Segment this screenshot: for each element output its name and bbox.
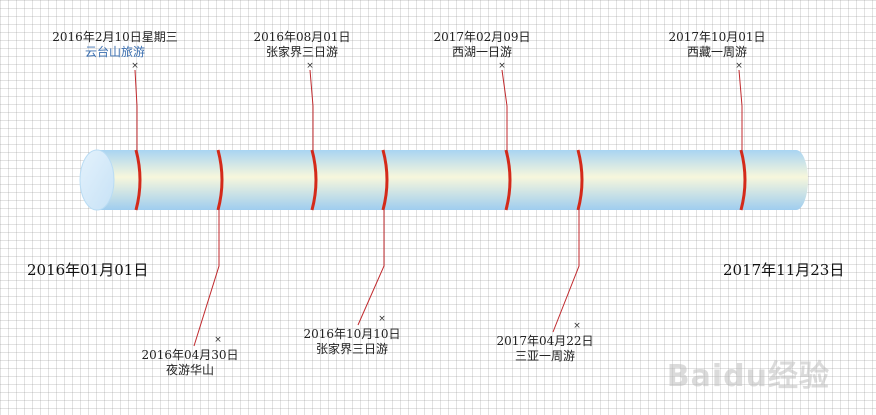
x-marker-icon: × xyxy=(498,61,506,71)
event-date: 2016年08月01日 xyxy=(253,30,351,44)
timeline-end-date: 2017年11月23日 xyxy=(723,261,845,279)
event-ring xyxy=(310,149,318,211)
event-label: 2017年02月09日西湖一日游 xyxy=(433,30,530,60)
event-title: 三亚一周游 xyxy=(514,349,575,363)
event-date: 2016年10月10日 xyxy=(303,327,401,341)
event-leader-line xyxy=(552,208,580,333)
event-ring xyxy=(216,149,224,211)
event-title: 云台山旅游 xyxy=(84,45,146,59)
event-title: 西藏一周游 xyxy=(686,45,747,59)
x-marker-icon: × xyxy=(573,321,581,331)
event-title: 张家界三日游 xyxy=(315,342,388,356)
x-marker-icon: × xyxy=(378,314,386,324)
timeline-start-date: 2016年01月01日 xyxy=(27,261,149,279)
event-leader-line xyxy=(501,69,508,153)
x-marker-icon: × xyxy=(214,335,222,345)
baidu-watermark: Baidu经验 xyxy=(666,359,830,394)
event-leader-line xyxy=(309,69,314,153)
event-ring xyxy=(504,149,512,211)
event-title: 张家界三日游 xyxy=(265,45,338,59)
event-leader-line xyxy=(738,69,743,153)
event-date: 2017年04月22日 xyxy=(496,334,594,348)
event-title: 夜游华山 xyxy=(165,363,214,377)
event-label: 2016年08月01日张家界三日游 xyxy=(253,30,350,60)
event-date: 2016年2月10日星期三 xyxy=(52,30,178,44)
event-label: 2016年2月10日星期三云台山旅游 xyxy=(52,30,177,60)
event-label: 2016年04月30日夜游华山 xyxy=(141,348,238,378)
event-date: 2016年04月30日 xyxy=(141,348,239,362)
event-leader-line xyxy=(134,69,138,153)
event-ring xyxy=(576,149,584,211)
event-leader-line xyxy=(357,208,385,326)
event-ring xyxy=(739,149,747,211)
x-marker-icon: × xyxy=(306,61,314,71)
event-date: 2017年10月01日 xyxy=(668,30,766,44)
tube-end-cap xyxy=(784,150,808,210)
x-marker-icon: × xyxy=(735,61,743,71)
event-ring xyxy=(381,149,389,211)
x-marker-icon: × xyxy=(131,61,139,71)
event-date: 2017年02月09日 xyxy=(433,30,531,44)
event-label: 2017年04月22日三亚一周游 xyxy=(496,334,593,364)
tube-start-cap xyxy=(79,149,115,211)
event-ring xyxy=(134,149,142,211)
event-label: 2016年10月10日张家界三日游 xyxy=(303,327,400,357)
event-leader-line xyxy=(193,208,220,347)
tube-body xyxy=(97,150,796,210)
event-label: 2017年10月01日西藏一周游 xyxy=(668,30,765,60)
event-title: 西湖一日游 xyxy=(451,45,512,59)
